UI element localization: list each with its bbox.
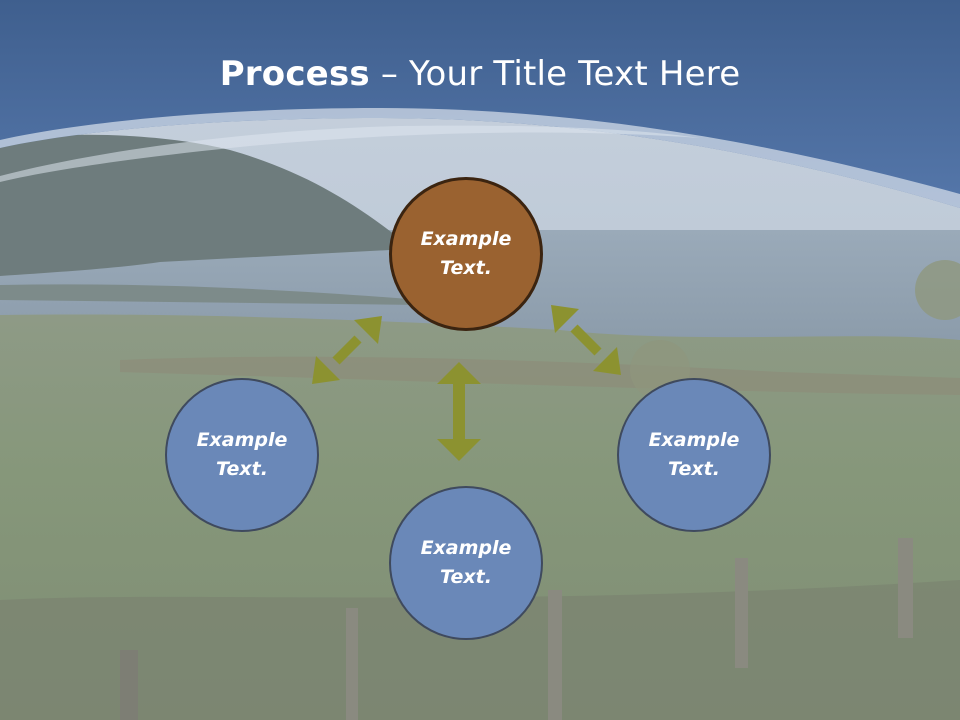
process-node-left: Example Text. bbox=[165, 378, 319, 532]
title-bold: Process bbox=[219, 54, 370, 94]
node-bottom-line1: Example bbox=[420, 537, 512, 559]
title-rest: – Your Title Text Here bbox=[369, 54, 741, 94]
node-right-line1: Example bbox=[648, 429, 740, 451]
slide-title: Process – Your Title Text Here bbox=[0, 50, 960, 98]
node-right-line2: Text. bbox=[668, 458, 720, 480]
node-center-line2: Text. bbox=[440, 257, 492, 279]
node-left-line2: Text. bbox=[216, 458, 268, 480]
process-node-bottom: Example Text. bbox=[389, 486, 543, 640]
process-node-right: Example Text. bbox=[617, 378, 771, 532]
node-bottom-line2: Text. bbox=[440, 566, 492, 588]
process-node-center: Example Text. bbox=[389, 177, 543, 331]
node-left-line1: Example bbox=[196, 429, 288, 451]
node-center-line1: Example bbox=[420, 228, 512, 250]
